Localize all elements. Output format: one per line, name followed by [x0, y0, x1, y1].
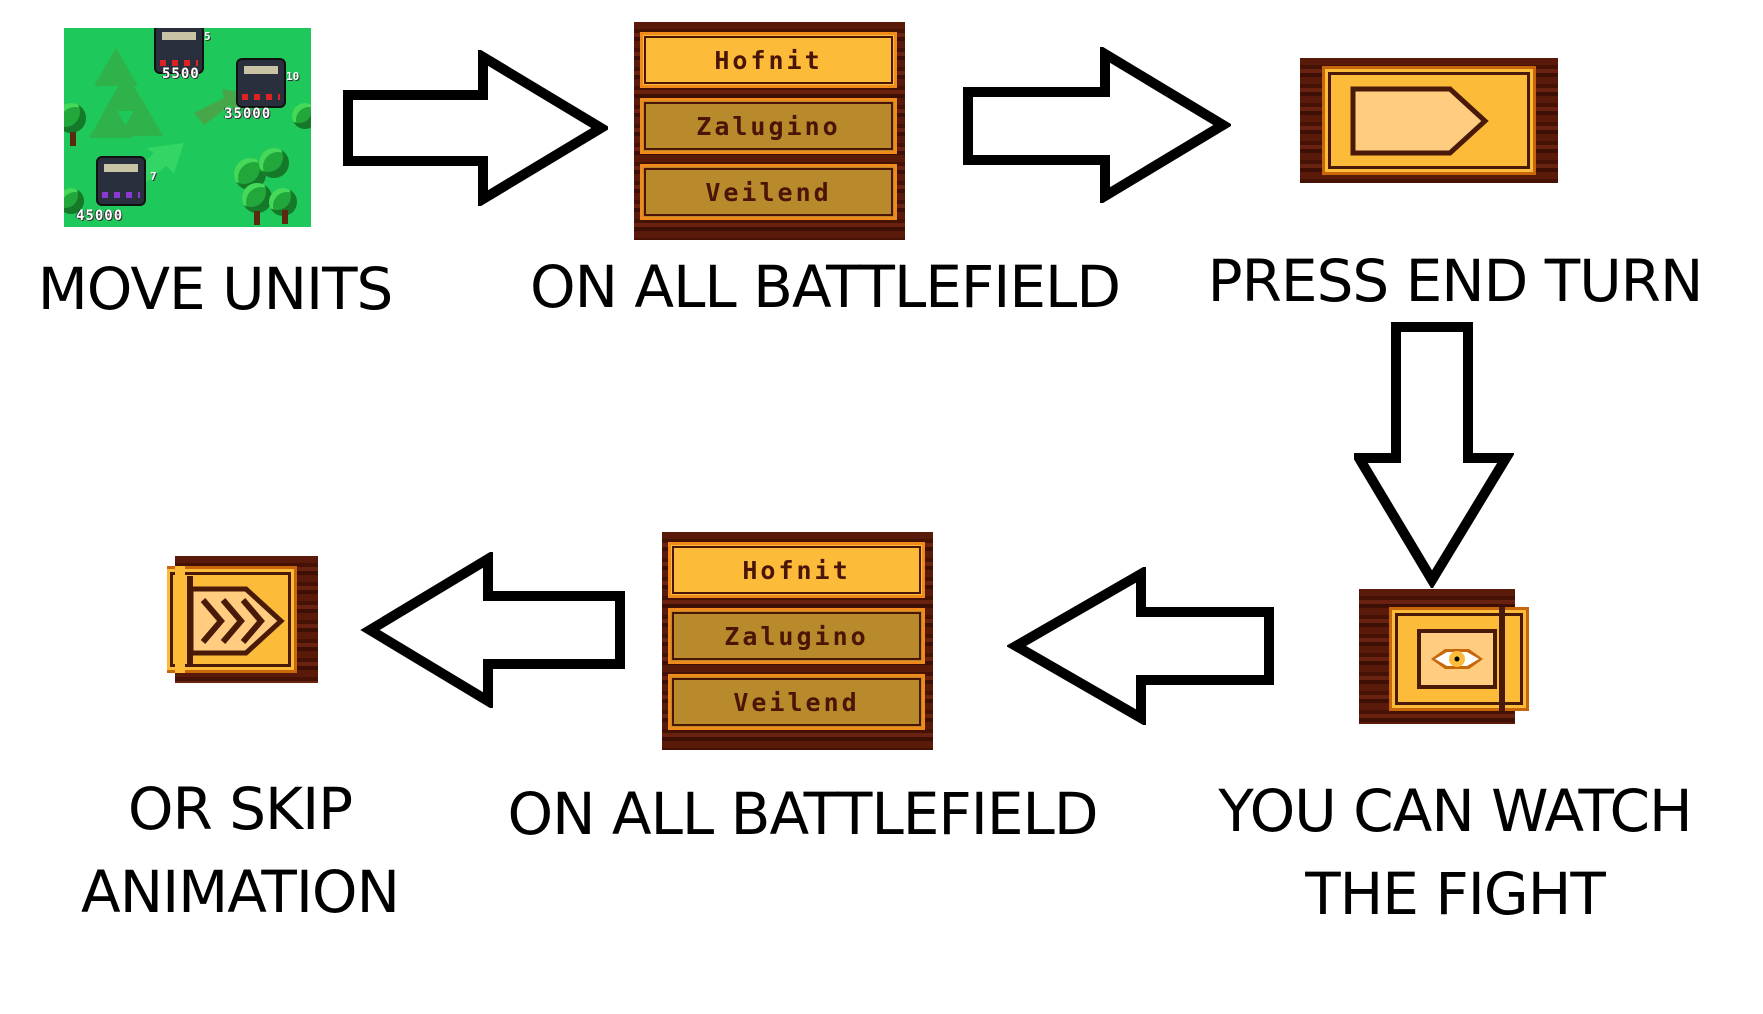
tree-trunk: [70, 132, 76, 146]
tree: [259, 148, 289, 178]
pine-tree: [119, 98, 163, 136]
left-arrow-icon: [1007, 567, 1274, 725]
frame-fill: [175, 566, 185, 673]
left-arrow-icon: [360, 552, 625, 708]
step-caption-skip-animation: OR SKIP ANIMATION: [20, 768, 460, 934]
unit-count: 5: [204, 30, 211, 43]
battlefield-option-veilend[interactable]: Veilend: [668, 674, 925, 730]
battlefield-select-panel-2: Hofnit Zalugino Veilend: [662, 532, 933, 750]
unit-count: 7: [150, 170, 157, 183]
move-path-arrow-icon: [194, 89, 244, 125]
unit-power: 45000: [76, 208, 124, 224]
tree: [242, 183, 272, 213]
step-caption-move-units: MOVE UNITS: [0, 248, 430, 331]
tree: [64, 188, 84, 214]
tree: [292, 103, 311, 129]
tree-trunk: [282, 210, 288, 224]
battle-map-screenshot: 5 5500 10 35000 7 45000: [64, 28, 311, 227]
unit-power: 5500: [162, 66, 200, 82]
caption-line: PRESS END TURN: [1207, 247, 1704, 315]
tree: [64, 103, 86, 133]
caption-line: ON ALL BATTLEFIELD: [529, 253, 1121, 321]
tree-trunk: [254, 211, 260, 225]
end-turn-arrow-icon: [1350, 86, 1489, 156]
battlefield-option-hofnit[interactable]: Hofnit: [640, 32, 897, 88]
watch-fight-button[interactable]: [1359, 589, 1529, 724]
battlefield-option-veilend[interactable]: Veilend: [640, 164, 897, 220]
skip-animation-button[interactable]: [167, 556, 318, 683]
step-caption-select-battlefield: ON ALL BATTLEFIELD: [510, 246, 1140, 329]
caption-line: THE FIGHT: [1305, 860, 1606, 928]
right-arrow-icon: [343, 50, 608, 206]
player-unit-stack[interactable]: [96, 156, 146, 206]
button-divider: [1499, 607, 1505, 711]
right-arrow-icon: [963, 47, 1231, 203]
button-divider: [187, 576, 193, 664]
unit-count: 10: [286, 70, 300, 83]
caption-line: YOU CAN WATCH: [1218, 777, 1692, 845]
battlefield-option-hofnit[interactable]: Hofnit: [668, 542, 925, 598]
step-caption-watch-fight: YOU CAN WATCH THE FIGHT: [1195, 770, 1715, 936]
caption-line: ANIMATION: [81, 858, 400, 926]
caption-line: ON ALL BATTLEFIELD: [507, 780, 1098, 848]
end-turn-button[interactable]: [1300, 58, 1558, 183]
caption-line: MOVE UNITS: [37, 255, 394, 323]
down-arrow-icon: [1354, 322, 1514, 588]
fast-forward-icon: [191, 586, 285, 656]
eye-icon: [1431, 649, 1483, 669]
battlefield-option-zalugino[interactable]: Zalugino: [668, 608, 925, 664]
battlefield-option-zalugino[interactable]: Zalugino: [640, 98, 897, 154]
step-caption-select-battlefield-2: ON ALL BATTLEFIELD: [490, 773, 1115, 856]
enemy-unit-stack[interactable]: [154, 28, 204, 74]
unit-power: 35000: [224, 106, 272, 122]
battlefield-select-panel: Hofnit Zalugino Veilend: [634, 22, 905, 240]
caption-line: OR SKIP: [127, 775, 353, 843]
enemy-unit-stack[interactable]: [236, 58, 286, 108]
step-caption-press-end-turn: PRESS END TURN: [1195, 240, 1715, 323]
